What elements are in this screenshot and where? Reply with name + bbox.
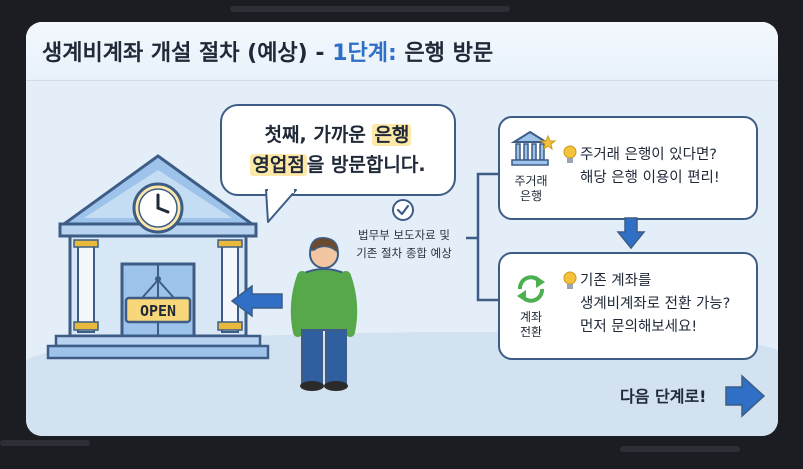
source-note-line-2: 기존 절차 종합 예상 [356, 246, 452, 260]
arrow-right-icon[interactable] [725, 374, 766, 418]
lightbulb-icon [563, 145, 577, 163]
main-bank-text-line-2: 해당 은행 이용이 편리! [580, 170, 720, 186]
speech-bubble-tail [265, 189, 297, 223]
page-title: 생계비계좌 개설 절차 (예상) - 1단계: 은행 방문 [42, 35, 493, 67]
source-note-line-1: 법무부 보도자료 및 [358, 228, 450, 242]
bubble-line2-highlight: 영업점 [250, 154, 307, 176]
main-bank-icon-label: 주거래 은행 [506, 174, 556, 204]
check-circle-icon [392, 199, 414, 221]
title-main: 생계비계좌 개설 절차 (예상) - [42, 41, 333, 66]
conversion-text-line-3: 먼저 문의해보세요! [580, 319, 698, 335]
clock-icon [132, 182, 184, 234]
conversion-label-line-2: 전환 [519, 325, 543, 339]
conversion-text-line-1: 기존 계좌를 [580, 273, 652, 289]
background-blur-line [620, 446, 740, 452]
arrow-left-icon [230, 284, 283, 318]
conversion-label-line-1: 계좌 [519, 310, 543, 324]
background-blur-line [230, 6, 510, 12]
conversion-text: 기존 계좌를 생계비계좌로 전환 가능? 먼저 문의해보세요! [580, 270, 730, 339]
conversion-icon-label: 계좌 전환 [506, 310, 556, 340]
infographic-card: 생계비계좌 개설 절차 (예상) - 1단계: 은행 방문 OPEN [26, 22, 778, 436]
person-illustration [290, 237, 358, 391]
conversion-text-line-2: 생계비계좌로 전환 가능? [580, 296, 731, 312]
bubble-line1-highlight: 은행 [372, 124, 412, 146]
title-rest: 은행 방문 [396, 41, 494, 66]
bracket-connector [466, 172, 498, 302]
main-bank-label-line-2: 은행 [519, 189, 543, 203]
info-box-main-bank [498, 116, 758, 220]
title-step: 1단계: [332, 41, 397, 66]
main-bank-text: 주거래 은행이 있다면? 해당 은행 이용이 편리! [580, 144, 720, 190]
next-step-link[interactable]: 다음 단계로! [620, 387, 707, 406]
bubble-line2-suffix: 을 방문합니다. [306, 154, 426, 176]
bubble-line-1: 첫째, 가까운 은행 [222, 120, 454, 150]
bubble-line1-prefix: 첫째, 가까운 [264, 124, 373, 146]
main-bank-label-line-1: 주거래 [514, 174, 548, 188]
header-bar: 생계비계좌 개설 절차 (예상) - 1단계: 은행 방문 [26, 22, 778, 81]
open-sign: OPEN [139, 302, 177, 320]
lightbulb-icon [563, 271, 577, 289]
background-blur-line [0, 440, 90, 446]
main-bank-text-line-1: 주거래 은행이 있다면? [580, 147, 717, 163]
bank-icon [510, 130, 557, 166]
info-box-account-conversion [498, 252, 758, 360]
source-note: 법무부 보도자료 및 기존 절차 종합 예상 [344, 226, 464, 262]
refresh-icon [517, 275, 545, 303]
arrow-down-icon [616, 217, 646, 250]
